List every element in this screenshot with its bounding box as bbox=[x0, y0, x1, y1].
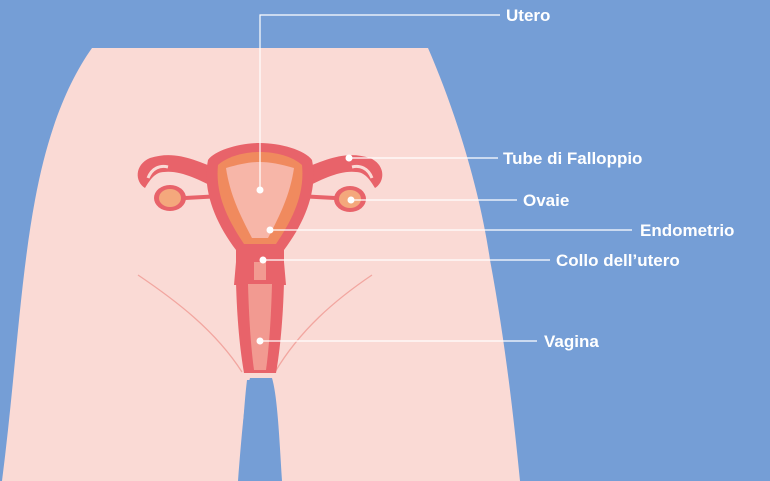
label-collo-utero: Collo dell’utero bbox=[556, 251, 680, 270]
dot-utero bbox=[257, 187, 264, 194]
label-vagina: Vagina bbox=[544, 332, 599, 351]
dot-vagina bbox=[257, 338, 264, 345]
dot-endometrio bbox=[267, 227, 274, 234]
label-tube-di-falloppio: Tube di Falloppio bbox=[503, 149, 642, 168]
label-utero: Utero bbox=[506, 6, 550, 25]
cervix bbox=[234, 262, 286, 285]
ovary-left bbox=[154, 185, 186, 211]
label-ovaie: Ovaie bbox=[523, 191, 569, 210]
label-endometrio: Endometrio bbox=[640, 221, 734, 240]
dot-collo bbox=[260, 257, 267, 264]
vagina-organ bbox=[236, 282, 284, 373]
dot-ovaie bbox=[348, 197, 355, 204]
dot-tube bbox=[346, 155, 353, 162]
